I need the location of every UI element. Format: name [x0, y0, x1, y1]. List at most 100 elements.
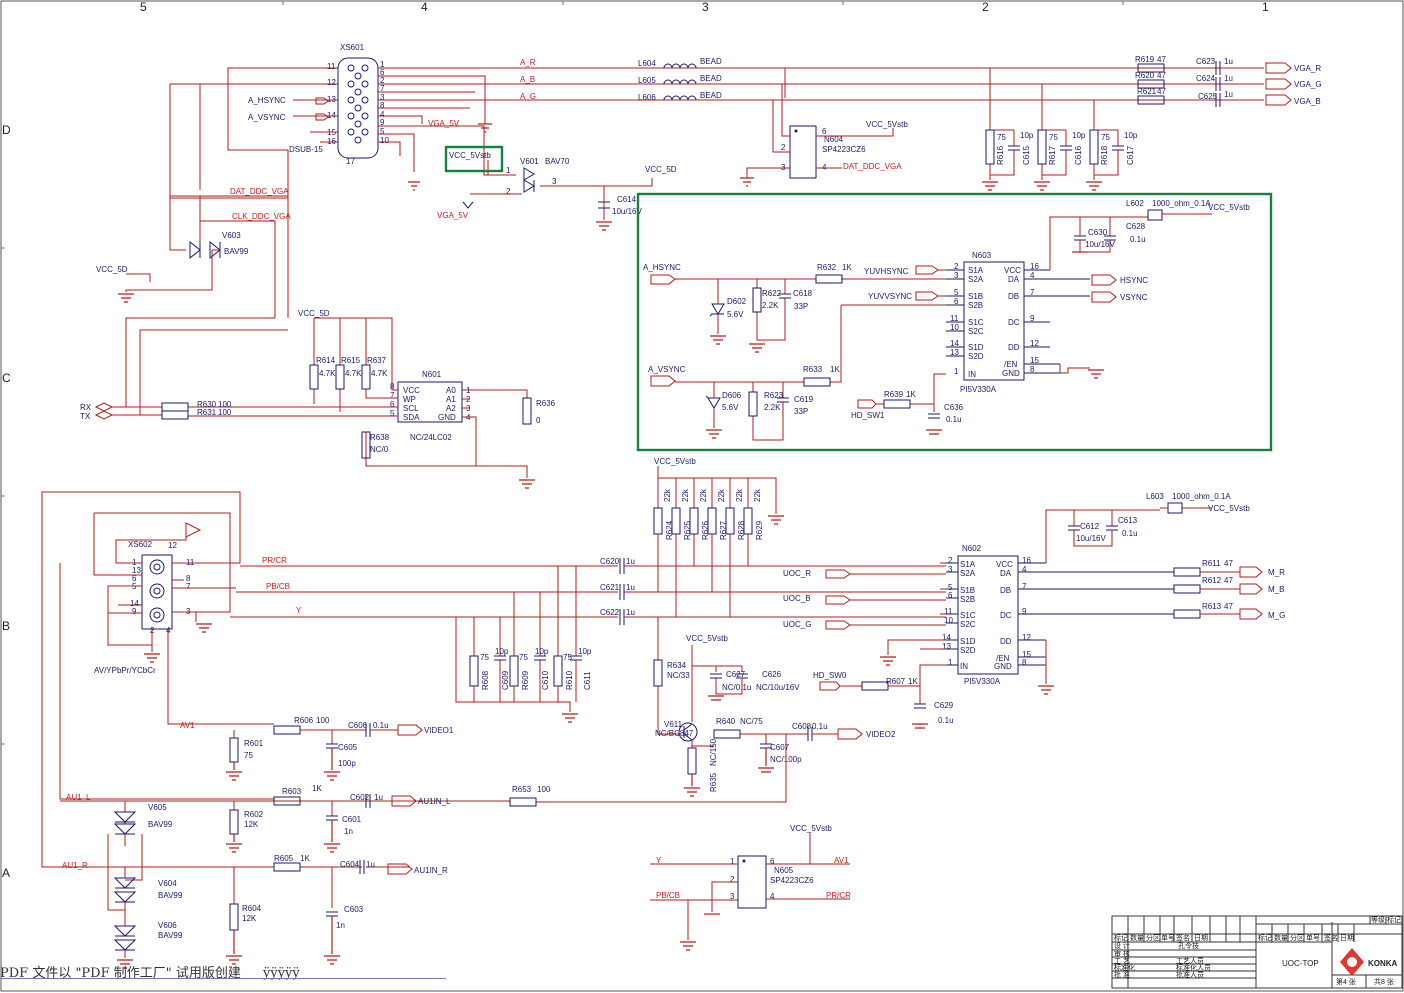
svg-text:13: 13	[950, 348, 959, 357]
r640-ref: R640	[716, 717, 736, 726]
c627-ref: C627	[726, 670, 746, 679]
c613-val: 0.1u	[1122, 529, 1138, 538]
tb-mark-hdr2: 标记	[1387, 915, 1401, 924]
n605-ref: N605	[774, 866, 794, 875]
tb-mark-hdr1: 等级	[1371, 915, 1385, 924]
r629-val: 22k	[753, 488, 762, 502]
c618-ref: C618	[793, 289, 813, 298]
n603-pin-dd: DD	[1008, 343, 1020, 352]
v603-diode: V603 BAV99 VCC_5D	[96, 196, 249, 303]
r615-ref: R615	[341, 356, 361, 365]
video1-out: VIDEO1	[424, 726, 454, 735]
tb-sheet: 第4 张	[1336, 977, 1356, 986]
svg-text:S1D: S1D	[960, 637, 976, 646]
a-hsync-in: A_HSYNC	[643, 263, 681, 272]
svg-text:15: 15	[1030, 356, 1039, 365]
svg-text:DD: DD	[1000, 637, 1012, 646]
watermark-underline	[0, 978, 446, 979]
c624-val: 1u	[1224, 74, 1233, 83]
r613-val: 47	[1224, 602, 1233, 611]
svg-text:DA: DA	[1000, 569, 1012, 578]
r614-val: 4.7K	[319, 369, 336, 378]
rx-net: RX	[80, 403, 92, 412]
v604-ref: V604	[158, 879, 177, 888]
r630-val: 100	[218, 400, 232, 409]
c616-val: 10p	[1072, 131, 1086, 140]
svg-text:S1A: S1A	[960, 560, 976, 569]
tx-net: TX	[80, 412, 91, 421]
vcc-5d-v603: VCC_5D	[96, 265, 128, 274]
r611-ref: R611	[1202, 559, 1221, 568]
r626-val: 22k	[699, 488, 708, 502]
y-net: Y	[296, 606, 302, 615]
vcc-5d-n601: VCC_5D	[298, 309, 330, 318]
component-video-section: XS602 AV/YPbPr/YCbCr 113 65 149 118 73 1…	[41, 457, 1285, 868]
clk-ddc-vga-net: CLK_DDC_VGA	[232, 212, 291, 221]
r616-val: 75	[997, 133, 1006, 142]
n603-pin-dc: DC	[1008, 318, 1020, 327]
v605-type: BAV99	[148, 820, 173, 829]
n603-pin-s1c: S1C	[968, 318, 984, 327]
svg-text:DB: DB	[1000, 586, 1011, 595]
highlight-box-vcc-label	[444, 145, 504, 173]
tb-h2: 数量	[1130, 933, 1144, 942]
r625-val: 22k	[681, 488, 690, 502]
svg-text:GND: GND	[994, 662, 1012, 671]
c602-val: 1u	[374, 793, 383, 802]
svg-text:S1B: S1B	[960, 586, 975, 595]
svg-text:7: 7	[380, 84, 385, 93]
svg-text:5: 5	[390, 409, 395, 418]
v604-type: BAV99	[158, 891, 183, 900]
watermark-text: PDF 文件以 "PDF 制作工厂" 试用版创建	[0, 966, 241, 981]
r606-ref: R606	[294, 716, 314, 725]
n601-pin-a2: A2	[446, 404, 456, 413]
tb-role-2: 审 核	[1114, 949, 1130, 958]
xs601-ref: XS601	[340, 43, 365, 52]
r605-ref: R605	[274, 854, 294, 863]
svg-text:10: 10	[950, 323, 959, 332]
c615-ref: C615	[1022, 145, 1031, 165]
tb-h9: 分区	[1290, 933, 1304, 942]
r638-ref: R638	[370, 433, 390, 442]
n604-type: SP4223CZ6	[822, 145, 866, 154]
bead-value-3: BEAD	[700, 91, 722, 100]
r639-ref: R639	[884, 390, 904, 399]
r604-val: 12K	[242, 914, 257, 923]
svg-text:/EN: /EN	[996, 654, 1010, 663]
c614-ref: C614	[617, 195, 637, 204]
tb-drawing: UOC-TOP	[1282, 959, 1319, 968]
r636-val: 0	[536, 416, 541, 425]
grid-ruler: 5 4 3 2 1 D C B A	[1, 0, 1269, 880]
c609-ref: C609	[501, 670, 510, 690]
svg-text:3: 3	[552, 177, 557, 186]
r620-val: 47	[1157, 71, 1166, 80]
c613-ref: C613	[1118, 516, 1138, 525]
svg-text:1: 1	[380, 60, 385, 69]
svg-text:3: 3	[954, 271, 959, 280]
r635-ref: R635	[709, 772, 718, 792]
col-label-2: 2	[982, 0, 989, 14]
c630-ref: C630	[1088, 228, 1108, 237]
r628-val: 22k	[735, 488, 744, 502]
a-hsync-net: A_HSYNC	[248, 96, 286, 105]
svg-text:10: 10	[380, 136, 389, 145]
c608-ref: C608	[792, 722, 812, 731]
r612-val: 47	[1224, 576, 1233, 585]
n602-type: PI5V330A	[964, 677, 1001, 686]
r630-ref: R630	[197, 400, 217, 409]
c625-ref: C625	[1198, 92, 1218, 101]
vcc-5vstb-v611: VCC_5Vstb	[686, 634, 728, 643]
svg-text:7: 7	[1022, 582, 1027, 591]
svg-text:1: 1	[948, 658, 953, 667]
c619-val: 33P	[794, 407, 808, 416]
svg-text:2: 2	[730, 875, 735, 884]
svg-text:2: 2	[948, 556, 953, 565]
n603-pin-s2a: S2A	[968, 275, 984, 284]
r618-ref: R618	[1100, 145, 1109, 165]
r620-ref: R620	[1135, 71, 1155, 80]
c620-val: 1u	[626, 557, 635, 566]
v611-ref: V611	[664, 720, 683, 729]
vcc-5vstb-pullups: VCC_5Vstb	[654, 457, 696, 466]
pr-cr-net-n605: PR/CR	[826, 891, 851, 900]
c636-ref: C636	[944, 403, 964, 412]
